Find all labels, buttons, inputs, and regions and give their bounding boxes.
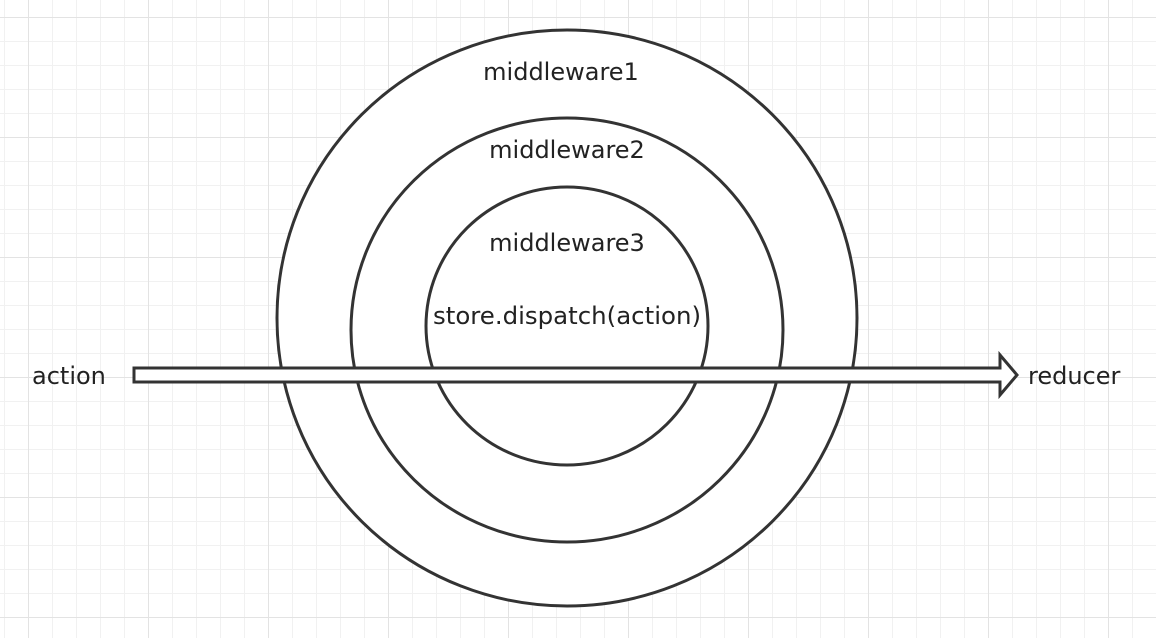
flow-arrow [132,350,1019,400]
middleware3-ring [424,185,710,467]
reducer-label: reducer [1028,362,1121,390]
core-dispatch-label: store.dispatch(action) [433,302,701,330]
action-label: action [32,362,106,390]
middleware3-label: middleware3 [489,229,645,257]
middleware1-label: middleware1 [483,58,639,86]
middleware2-label: middleware2 [489,136,645,164]
